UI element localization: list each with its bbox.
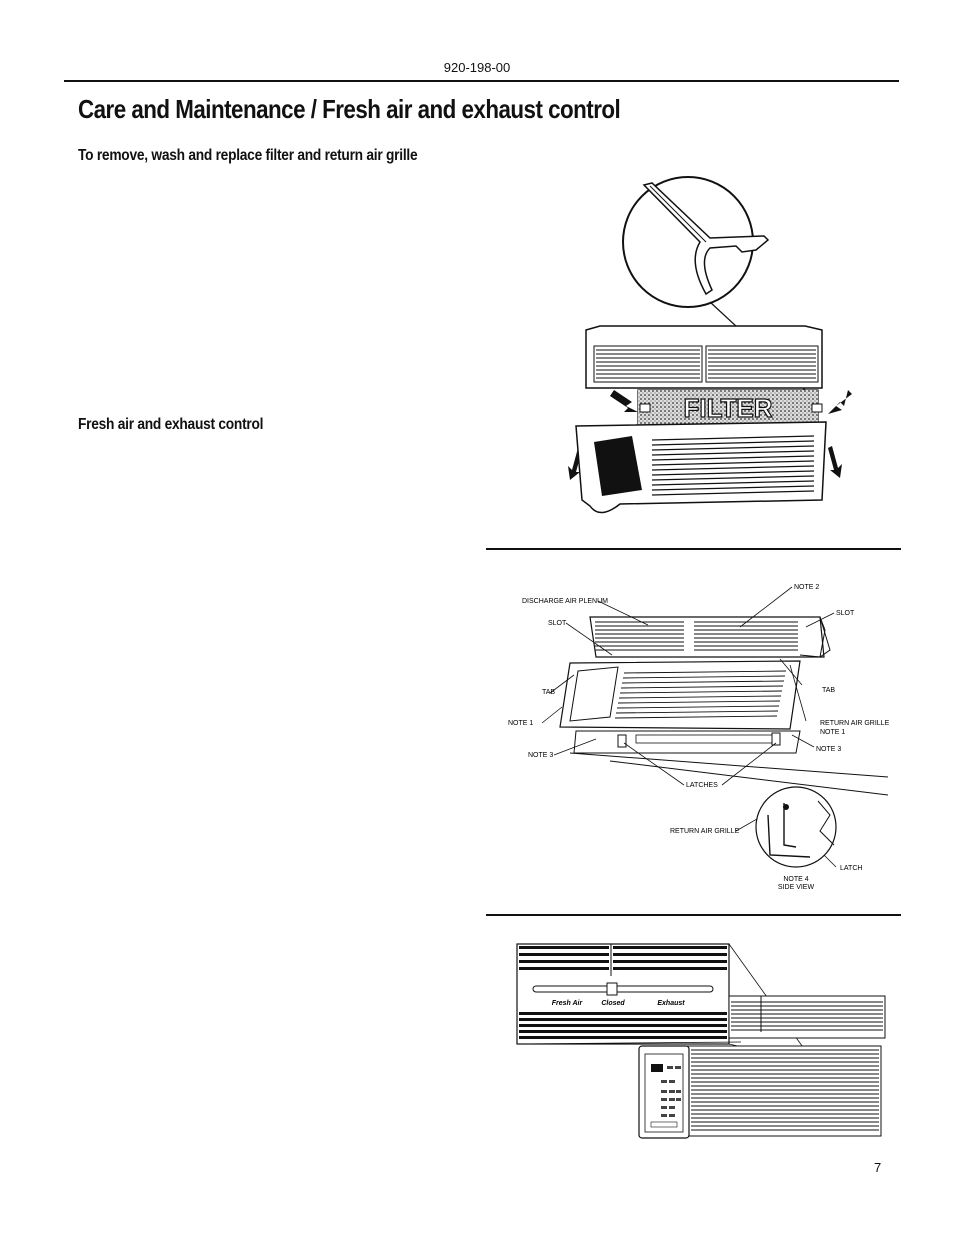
filter-panel: FILTER bbox=[637, 389, 823, 427]
arrow-right-icon bbox=[828, 390, 852, 414]
unit-top-cabinet bbox=[585, 325, 823, 389]
label-note-3-left: NOTE 3 bbox=[528, 752, 553, 759]
label-slot-right: SLOT bbox=[836, 610, 855, 617]
section-heading-filter: To remove, wash and replace filter and r… bbox=[78, 147, 418, 164]
label-tab-right: TAB bbox=[822, 687, 835, 694]
label-tab-left: TAB bbox=[542, 689, 555, 696]
label-latches: LATCHES bbox=[686, 782, 718, 789]
unit-front bbox=[680, 995, 886, 1137]
label-note-3-right: NOTE 3 bbox=[816, 746, 841, 753]
label-note-4: NOTE 4 bbox=[783, 876, 808, 883]
magnified-detail-circle bbox=[622, 176, 770, 308]
figure-separator-1 bbox=[486, 548, 901, 550]
label-fresh-air: Fresh Air bbox=[552, 1000, 584, 1007]
control-keypad bbox=[638, 1045, 690, 1139]
grille-shape bbox=[559, 660, 889, 796]
discharge-plenum-shape bbox=[589, 616, 831, 658]
page-number: 7 bbox=[874, 1160, 882, 1175]
label-note-2: NOTE 2 bbox=[794, 584, 819, 591]
label-latch: LATCH bbox=[840, 865, 862, 872]
label-exhaust: Exhaust bbox=[657, 1000, 685, 1007]
label-slot-left: SLOT bbox=[548, 620, 567, 627]
section-heading-fresh-air: Fresh air and exhaust control bbox=[78, 416, 264, 433]
label-return-air-grille: RETURN AIR GRILLE bbox=[820, 720, 890, 727]
label-side-view: SIDE VIEW bbox=[778, 884, 815, 891]
figure-separator-2 bbox=[486, 914, 901, 916]
page-title: Care and Maintenance / Fresh air and exh… bbox=[78, 94, 621, 124]
document-number: 920-198-00 bbox=[443, 60, 511, 75]
label-discharge-air-plenum: DISCHARGE AIR PLENUM bbox=[522, 598, 608, 605]
return-air-grille bbox=[575, 421, 827, 514]
filter-label: FILTER bbox=[683, 393, 772, 423]
arrow-left-icon bbox=[610, 390, 638, 412]
header-rule bbox=[64, 80, 899, 82]
fresh-air-control-illustration: Fresh Air Closed Exhaust bbox=[516, 943, 886, 1139]
side-view-detail-circle bbox=[755, 786, 837, 868]
magnified-control-panel: Fresh Air Closed Exhaust bbox=[516, 943, 730, 1045]
label-note-1-left: NOTE 1 bbox=[508, 720, 533, 727]
label-return-air-grille-note: NOTE 1 bbox=[820, 729, 845, 736]
arrow-down-right-icon bbox=[828, 446, 842, 478]
filter-removal-illustration: FILTER bbox=[568, 176, 852, 514]
label-return-air-grille-detail: RETURN AIR GRILLE bbox=[670, 828, 740, 835]
grille-removal-diagram: DISCHARGE AIR PLENUM SLOT NOTE 2 SLOT TA… bbox=[508, 584, 890, 891]
label-closed: Closed bbox=[601, 1000, 625, 1007]
